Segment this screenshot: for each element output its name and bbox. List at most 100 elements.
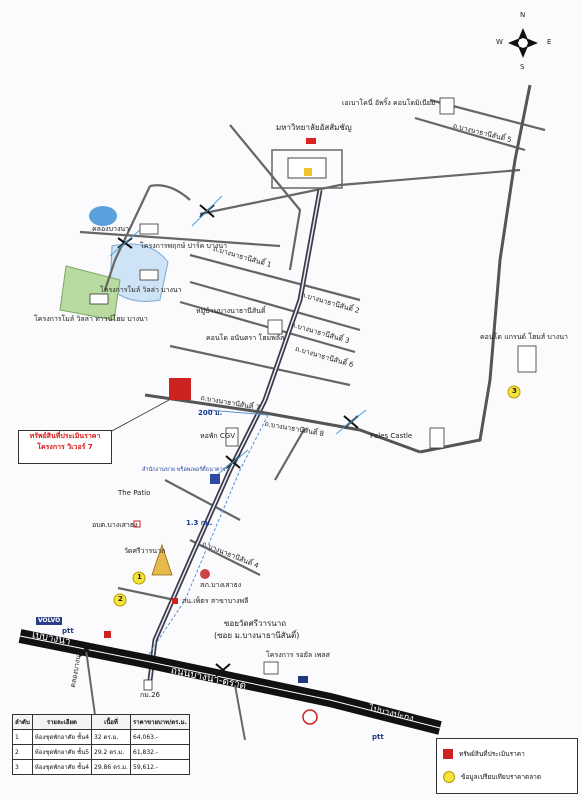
table-row: 3 ห้องชุดพักอาศัย ชั้น4 29.86 ตร.ม. 59,6… <box>12 759 190 775</box>
office-icon <box>210 474 220 484</box>
label-peles: Peles Castle <box>370 432 413 440</box>
table-cell: 3 <box>12 759 33 775</box>
lake-area <box>109 243 169 302</box>
compass-n: N <box>520 11 526 19</box>
table-header-row: ลำดับ รายละเอียด เนื้อที่ ราคาขายบาท/ตร.… <box>12 714 190 730</box>
label-school: สำนักงานขาย พร็อพเพอร์ตี้ธนาคาร <box>142 467 226 473</box>
road-soi-upper-4 <box>169 344 351 387</box>
road-bottom-left <box>85 649 96 716</box>
building-peles <box>429 427 445 449</box>
road-soi-upper-1 <box>189 253 361 302</box>
road-right-top <box>414 116 526 152</box>
road-m2 <box>117 586 176 602</box>
road-soi-upper-3 <box>179 300 356 354</box>
table-cell: 59,612.- <box>130 759 190 775</box>
table-cell: 2 <box>12 744 33 760</box>
market-marker-3 <box>507 385 521 399</box>
th-no: ลำดับ <box>12 714 33 730</box>
table-cell: 29.86 ตร.ม. <box>91 759 131 775</box>
table-row: 2 ห้องชุดพักอาศัย ชั้น5 29.2 ตร.ม. 61,83… <box>12 744 190 760</box>
map-legend: ทรัพย์สินที่ประเมินราคา ข้อมูลเปรียบเทีย… <box>436 738 578 794</box>
table-cell: ห้องชุดพักอาศัย ชั้น4 <box>31 729 93 745</box>
minor-roads <box>79 98 546 602</box>
dist-200-line <box>207 409 269 416</box>
building-villa-town <box>89 293 109 305</box>
label-condo-top: เอเบาโคนี่ อัพริ้ง คอนโดมิเนียม <box>342 99 436 107</box>
legend-red-label: ทรัพย์สินที่ประเมินราคา <box>459 750 525 758</box>
road-university <box>229 124 302 271</box>
compass-icon <box>508 28 538 58</box>
university-compound <box>271 149 343 189</box>
temple-icon <box>151 543 173 576</box>
th-price: ราคาขายบาท/ตร.ม. <box>130 714 190 730</box>
label-gas: สน.เพ็ตร สาขาบางพลี <box>182 597 249 605</box>
label-post: สภ.บางเสาธง <box>200 581 242 589</box>
th-detail: รายละเอียด <box>31 714 93 730</box>
gas-icon <box>172 598 178 604</box>
label-condo-right: คอนโด แกรนด์ โฮมส์ บางนา <box>480 333 568 341</box>
table-cell: 32 ตร.ม. <box>91 729 131 745</box>
label-condo-mid: คอนโด อนันตรา โฮมพลัส <box>206 334 285 342</box>
ptt-logo-icon <box>302 709 318 725</box>
legend-yellow-label: ข้อมูลเปรียบเทียบราคาตลาด <box>461 773 542 781</box>
police-icon <box>200 569 210 579</box>
label-temple: วัดศรีวารนาถ <box>124 547 166 555</box>
volvo-logo-icon <box>36 617 62 625</box>
label-university: มหาวิทยาลัยอัสสัมชัญ <box>276 123 352 132</box>
market-marker-2 <box>113 593 127 607</box>
road-soi-main-inner <box>149 189 321 681</box>
label-proj-villa-town: โครงการโมล์ วิลล่า ทาวน์โฮม บางนา <box>34 315 148 323</box>
th-area: เนื้อที่ <box>91 714 131 730</box>
table-cell: ห้องชุดพักอาศัย ชั้น5 <box>31 744 93 760</box>
callout-line-2: โครงการ วิเวอร์ 7 <box>37 443 93 451</box>
building-park <box>139 223 159 235</box>
label-ptt-2: ptt <box>372 733 384 741</box>
road-top-loop <box>149 184 191 201</box>
buildings <box>89 97 537 675</box>
table-cell: 64,063.- <box>130 729 190 745</box>
ford-logo-icon <box>298 676 308 683</box>
road-west-curve <box>103 185 151 291</box>
subject-callout: ทรัพย์สินที่ประเมินราคา โครงการ วิเวอร์ … <box>18 430 112 464</box>
legend-row-subject: ทรัพย์สินที่ประเมินราคา <box>443 749 525 759</box>
marker-1-num: 1 <box>137 573 142 581</box>
label-canal: คลองบางนา <box>92 225 130 233</box>
building-condo-mid <box>267 319 283 335</box>
label-patio: The Patio <box>118 489 151 497</box>
bridges <box>109 195 367 475</box>
road-bottom-mid <box>234 684 246 741</box>
legend-yellow-swatch <box>443 771 455 783</box>
road-canal <box>79 230 281 248</box>
label-dist-13: 1.3 กม. <box>186 519 213 527</box>
label-office: อบต.บางเสาธง <box>92 521 138 529</box>
road-soi-7 <box>144 393 421 454</box>
university-flag <box>306 138 316 144</box>
km-post-icon <box>143 679 153 691</box>
label-soi-sub: (ซอย ม.บางนาธานีสันติ์) <box>214 631 300 640</box>
table-cell: ห้องชุดพักอาศัย ชั้น4 <box>31 759 93 775</box>
callout-line-1: ทรัพย์สินที่ประเมินราคา <box>29 432 101 440</box>
label-village: หมู่บ้านบางนาธานีสันติ์ <box>196 307 266 315</box>
road-east <box>419 84 532 454</box>
marker-3-num: 3 <box>512 387 517 395</box>
road-soi-upper-2 <box>189 280 361 332</box>
pond-top <box>89 206 117 226</box>
mitsubishi-logo-icon <box>104 631 111 638</box>
label-dorm: หอพัก CGV <box>200 432 235 440</box>
subject-property-icon <box>169 378 191 400</box>
legend-row-market: ข้อมูลเปรียบเทียบราคาตลาด <box>443 771 541 783</box>
table-cell: 29.2 ตร.ม. <box>91 744 131 760</box>
label-ptt-1: ptt <box>62 627 74 635</box>
building-bottom-project <box>263 661 279 675</box>
interchange-5 <box>79 643 95 657</box>
label-dist-200: 200 ม. <box>198 409 223 417</box>
compass-s: S <box>520 63 525 71</box>
label-proj-bottom: โครงการ รอยัล เพลส <box>266 651 330 659</box>
marker-2-num: 2 <box>118 595 123 603</box>
comparison-table: ลำดับ รายละเอียด เนื้อที่ ราคาขายบาท/ตร.… <box>12 714 190 775</box>
building-condo-right <box>517 345 537 373</box>
label-proj-park: โครงการพฤกษ์ ปาร์ค บางนา <box>140 242 228 250</box>
label-proj-villa: โครงการโมล์ วิลล่า บางนา <box>100 286 182 294</box>
